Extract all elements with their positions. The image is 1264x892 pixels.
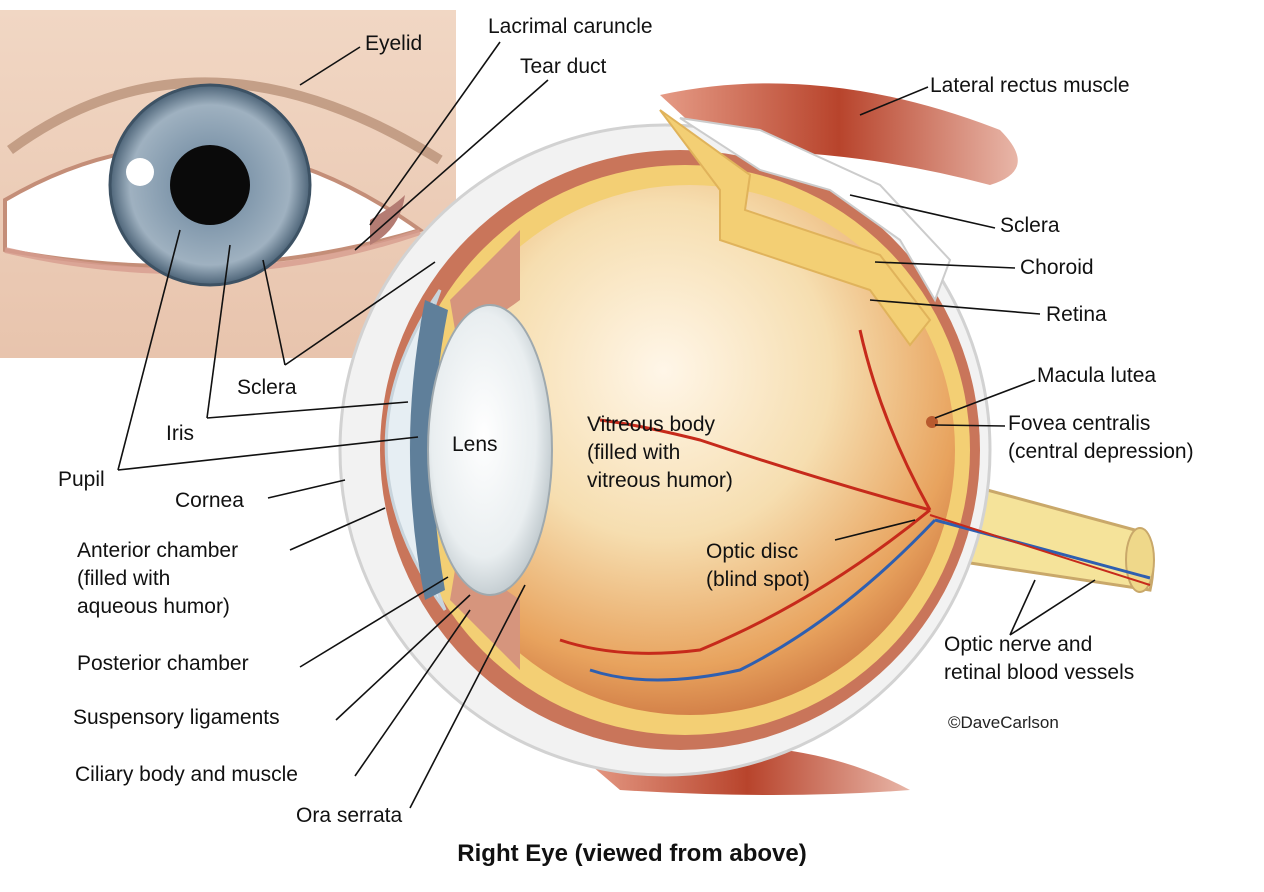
label-lacrimal-caruncle: Lacrimal caruncle [488, 15, 653, 38]
label-optic-disc: Optic disc (blind spot) [706, 540, 810, 591]
label-cornea: Cornea [175, 489, 244, 512]
lateral-rectus-muscle [660, 83, 1018, 185]
label-vitreous-body: Vitreous body (filled with vitreous humo… [587, 413, 733, 492]
eyeball-cross-section [338, 109, 1155, 777]
credit-text: ©DaveCarlson [948, 713, 1059, 732]
label-pupil: Pupil [58, 468, 105, 491]
label-iris: Iris [166, 422, 194, 445]
label-tear-duct: Tear duct [520, 55, 607, 78]
label-eyelid: Eyelid [365, 32, 423, 55]
label-fovea-centralis: Fovea centralis (central depression) [1008, 412, 1194, 463]
diagram-title: Right Eye (viewed from above) [457, 840, 807, 867]
label-choroid: Choroid [1020, 256, 1094, 279]
pupil-inset [170, 145, 250, 225]
label-anterior-chamber: Anterior chamber (filled with aqueous hu… [77, 539, 239, 618]
label-retina: Retina [1046, 303, 1107, 326]
label-posterior-chamber: Posterior chamber [77, 652, 249, 675]
retinal-vessel-blue [589, 518, 1151, 682]
label-ora-serrata: Ora serrata [296, 804, 403, 827]
retinal-vessel-red [559, 329, 932, 655]
label-lateral-rectus-muscle: Lateral rectus muscle [930, 74, 1130, 97]
lens [427, 304, 553, 596]
label-sclera-right: Sclera [1000, 214, 1060, 237]
label-lens: Lens [452, 433, 498, 456]
leader-lines [117, 41, 1096, 809]
label-macula-lutea: Macula lutea [1037, 364, 1157, 387]
label-ciliary-body: Ciliary body and muscle [75, 763, 298, 786]
vitreous-body [425, 185, 955, 715]
external-eye-inset [0, 10, 456, 358]
ciliary-body [450, 230, 520, 330]
label-suspensory-ligaments: Suspensory ligaments [73, 706, 280, 729]
label-optic-nerve: Optic nerve and retinal blood vessels [944, 633, 1135, 684]
label-sclera-left: Sclera [237, 376, 297, 399]
